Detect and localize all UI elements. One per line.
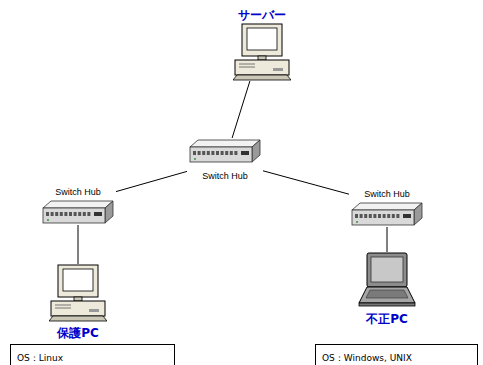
os-label: OS：Windows, UNIX <box>322 352 412 364</box>
laptop-icon <box>358 252 416 308</box>
os-box: OS：Windows, UNIX <box>315 344 478 365</box>
network-cable <box>232 81 250 138</box>
device-label: 不正PC <box>366 312 408 327</box>
network-cable <box>78 225 79 264</box>
os-box: OS：Linux <box>10 344 175 365</box>
network-cable <box>387 227 388 252</box>
os-label: OS：Linux <box>17 352 63 364</box>
switch-hub-icon <box>189 138 261 164</box>
switch-hub-node: Switch Hub <box>349 182 425 227</box>
switch-hub-icon <box>351 201 423 227</box>
device-label: Switch Hub <box>364 189 410 200</box>
pc-node: 保護PC <box>40 264 116 341</box>
device-label: Switch Hub <box>202 171 248 182</box>
switch-hub-node: Switch Hub <box>40 180 116 225</box>
pc-node: 不正PC <box>349 252 425 327</box>
device-label: Switch Hub <box>55 187 101 198</box>
switch-hub-icon <box>42 199 114 225</box>
device-label: サーバー <box>238 8 286 23</box>
device-label: 保護PC <box>57 326 99 341</box>
pc-icon <box>233 23 291 81</box>
pc-icon <box>49 264 107 322</box>
switch-hub-node: Switch Hub <box>187 138 263 183</box>
network-cable <box>116 171 187 191</box>
server-node: サーバー <box>224 4 300 81</box>
network-cable <box>263 171 349 194</box>
